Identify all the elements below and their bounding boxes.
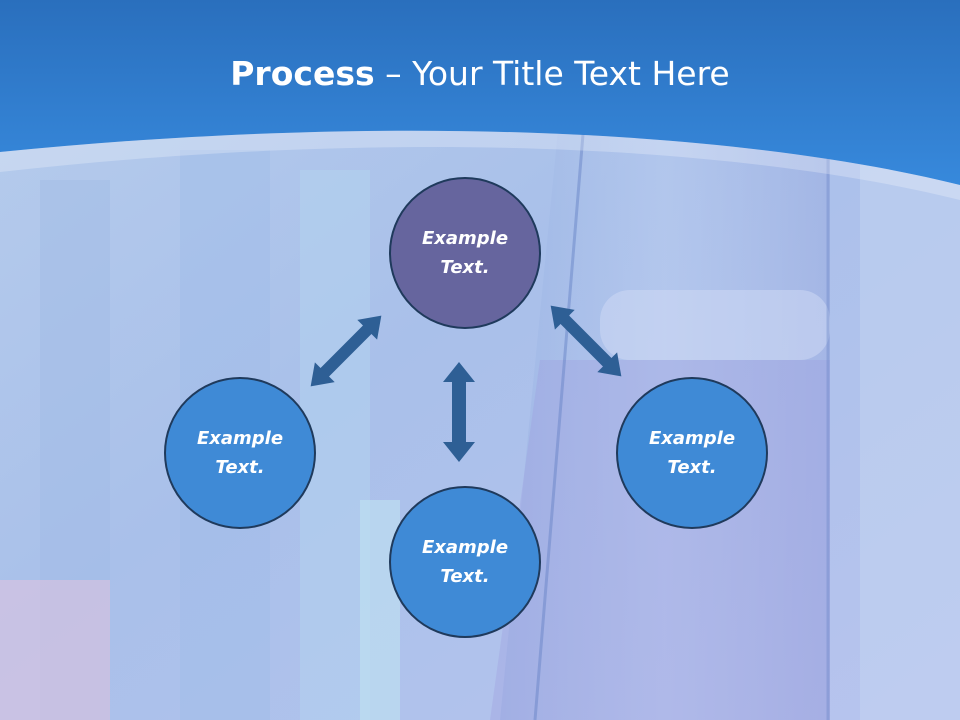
node-text-line2: Text.: [440, 566, 490, 587]
title-bold: Process: [230, 54, 375, 93]
node-text-line2: Text.: [215, 457, 265, 478]
node-text-line1: Example: [196, 428, 284, 449]
node-text-line2: Text.: [440, 257, 490, 278]
slide-title: Process – Your Title Text Here: [0, 52, 960, 96]
node-text-line1: Example: [648, 428, 736, 449]
node-text-line2: Text.: [667, 457, 717, 478]
node-text-line1: Example: [421, 537, 509, 558]
title-rest: – Your Title Text Here: [374, 54, 730, 93]
node-text-line1: Example: [421, 228, 509, 249]
